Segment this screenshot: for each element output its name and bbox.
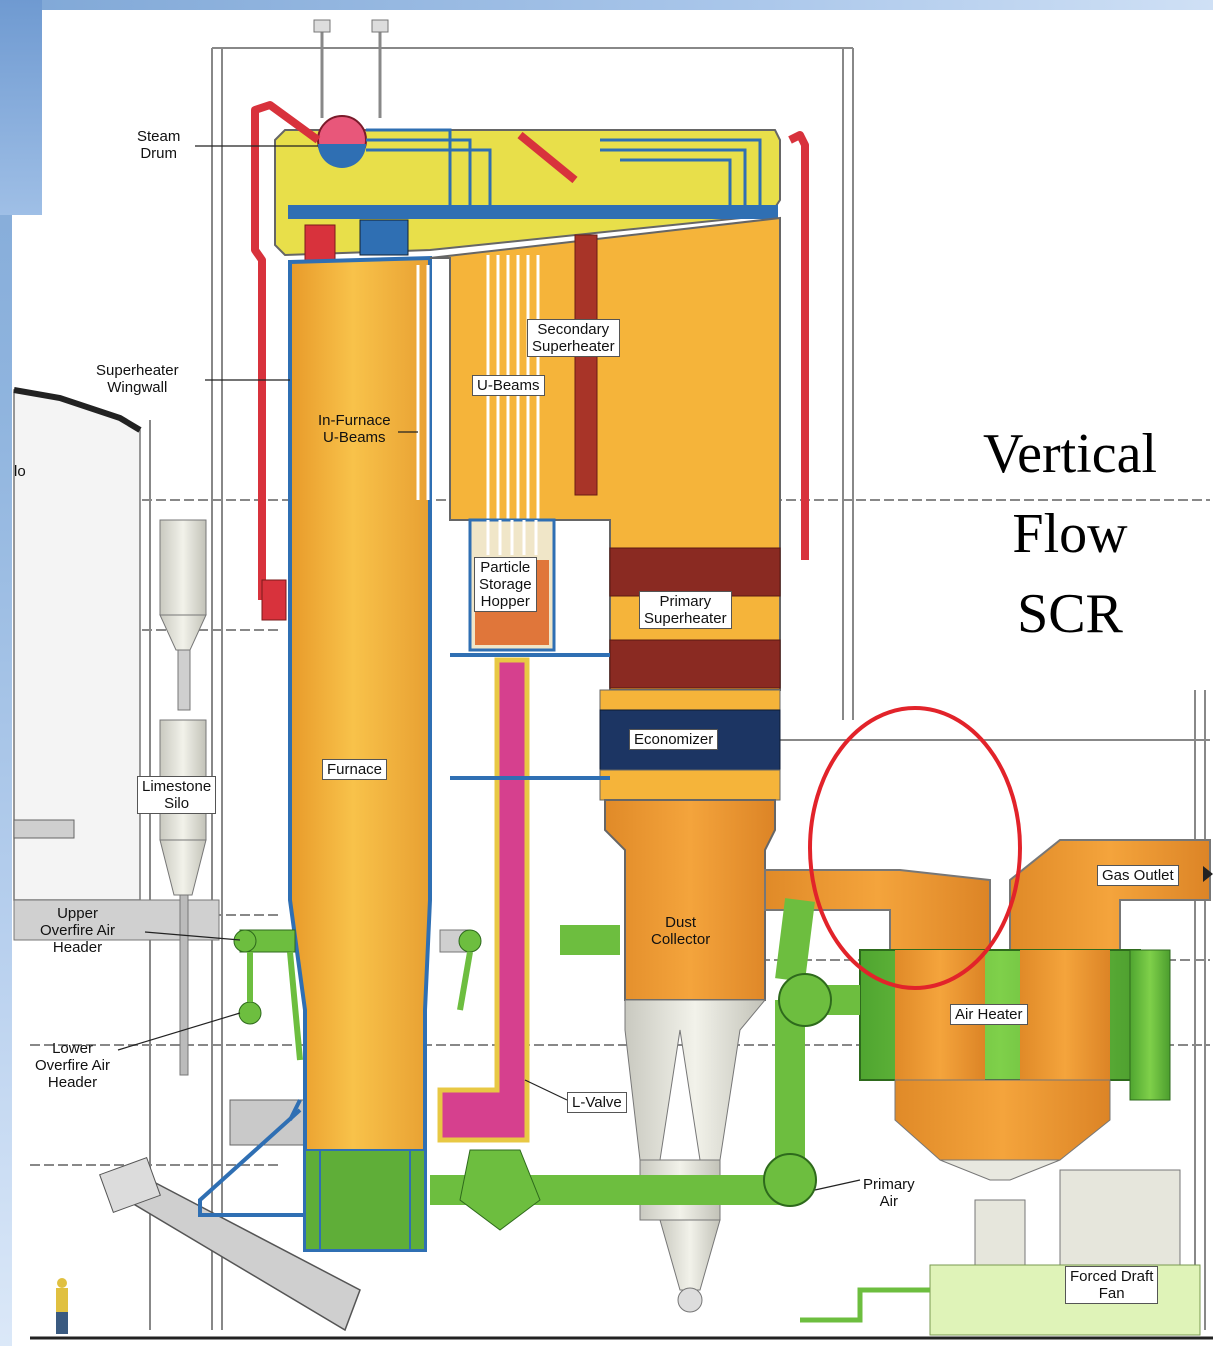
overfire-air-headers: [233, 929, 482, 1061]
label-upper-overfire-air-header: Upper Overfire Air Header: [40, 905, 116, 956]
person-figure: [56, 1278, 68, 1334]
label-air-heater: Air Heater: [950, 1004, 1028, 1025]
title-line-3: SCR: [1017, 583, 1123, 645]
slide-left-bar: [0, 0, 12, 1346]
label-furnace: Furnace: [322, 759, 388, 780]
label-in-furnace-ubeams: In-Furnace U-Beams: [318, 412, 391, 446]
convection-pass: [429, 216, 781, 691]
label-superheater-wingwall: Superheater Wingwall: [96, 362, 179, 396]
leader-lines: [117, 145, 861, 1191]
steam-piping-red: [251, 101, 809, 600]
label-lower-overfire-air-header: Lower Overfire Air Header: [35, 1040, 111, 1091]
scr-highlight-ellipse: [808, 706, 1022, 990]
label-primary-air: Primary Air: [863, 1176, 915, 1210]
title-line-2: Flow: [1012, 503, 1128, 565]
primary-air-fan-lower: [763, 1153, 817, 1207]
label-l-valve: L-Valve: [567, 1092, 627, 1113]
label-economizer: Economizer: [629, 729, 719, 750]
primary-air-fan-upper: [778, 973, 832, 1027]
label-steam-drum: Steam Drum: [137, 128, 181, 162]
label-silo-partial: lo: [14, 463, 26, 480]
primary-air-elbow: [459, 1149, 541, 1231]
slide-corner-wedge: [0, 0, 42, 215]
label-secondary-superheater: Secondary Superheater: [527, 319, 620, 357]
roof-piping-blue: [366, 128, 762, 205]
label-limestone-silo: Limestone Silo: [137, 776, 217, 814]
title-line-1: Vertical: [982, 423, 1158, 485]
label-primary-superheater: Primary Superheater: [639, 591, 732, 629]
l-valve-duct: [437, 657, 530, 1143]
label-particle-storage-hopper: Particle Storage Hopper: [474, 557, 537, 612]
slide-top-bar: [0, 0, 1213, 10]
wingwall-header: [261, 579, 287, 621]
limestone-silo: [159, 519, 311, 1146]
feed-piping-blue: [198, 653, 610, 1217]
furnace-body: [288, 255, 432, 1252]
label-gas-outlet: Gas Outlet: [1097, 865, 1179, 886]
air-heater: [859, 949, 1171, 1181]
label-forced-draft-fan: Forced Draft Fan: [1065, 1266, 1159, 1304]
gas-outlet-arrow: [1203, 866, 1213, 882]
forced-draft-fan: [800, 1169, 1201, 1336]
economizer-section: [599, 689, 781, 1001]
in-furnace-ubeams: [416, 265, 430, 500]
coal-feeder: [99, 1157, 361, 1332]
steam-drum: [313, 19, 389, 168]
label-dust-collector: Dust Collector: [651, 914, 711, 948]
cyclones: [624, 999, 767, 1313]
label-ubeams: U-Beams: [472, 375, 545, 396]
